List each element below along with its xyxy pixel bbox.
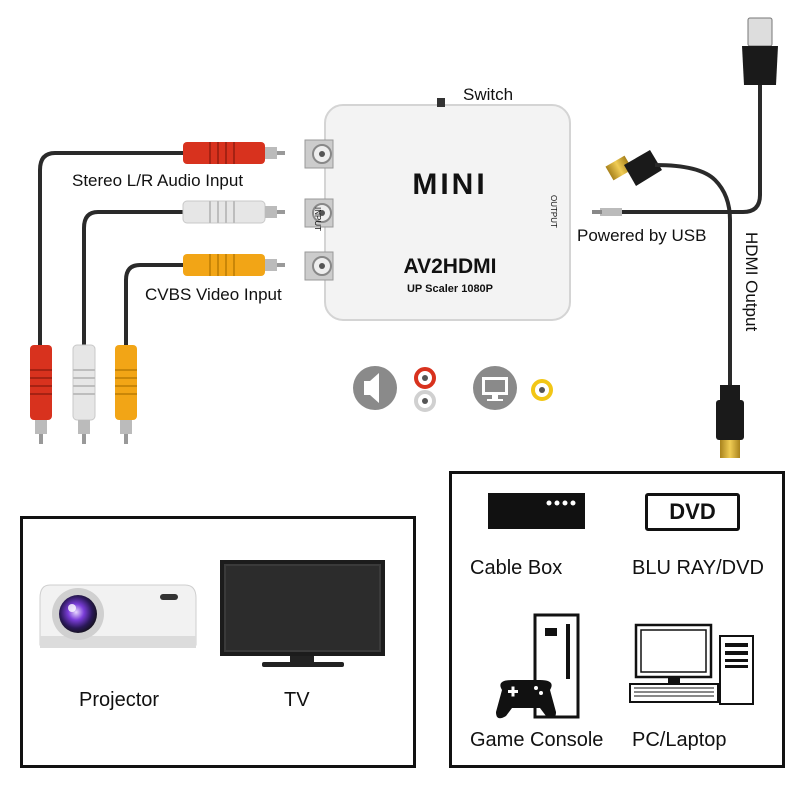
cvbs-video-label: CVBS Video Input [145,285,282,304]
device-input-label: INPUT [313,207,322,231]
game-console-label: Game Console [470,729,604,751]
switch-label: Switch [463,85,514,104]
device-brand: MINI [412,168,488,201]
rca-plug-white-top [182,200,285,224]
bluray-label: BLU RAY/DVD [632,557,764,579]
pc-image [629,623,754,705]
pc-label: PC/Laptop [632,729,727,751]
converter-device [304,98,571,321]
monitor-indicator [473,366,517,410]
input-jacks [304,139,334,281]
video-jack-indicator [531,379,553,401]
rca-cables [38,151,183,345]
tv-image [220,560,385,667]
rca-plug-yellow-top [183,254,285,276]
rca-plug-yellow-bottom [115,345,137,444]
rca-plug-red-bottom [30,345,52,444]
projector-image [39,584,197,648]
projector-label: Projector [79,689,160,711]
device-model: AV2HDMI [403,255,497,278]
output-devices-box [20,516,416,768]
dvd-logo: DVD [645,493,740,531]
powered-usb-label: Powered by USB [577,226,707,245]
rca-plug-white-bottom [72,344,96,444]
game-console-image [496,613,580,719]
audio-jack-indicators [414,367,436,412]
cable-box-label: Cable Box [470,557,563,579]
tv-label: TV [284,689,310,711]
usb-cable [592,17,778,216]
dvd-logo-text: DVD [669,499,716,524]
cable-box-image [488,493,585,529]
source-devices-box [449,471,785,768]
device-subtitle: UP Scaler 1080P [406,283,494,295]
hdmi-cable [605,150,744,458]
stereo-audio-label: Stereo L/R Audio Input [72,171,244,190]
device-output-label: OUTPUT [549,195,558,228]
rca-plug-red-top [183,142,285,164]
hdmi-output-label: HDMI Output [742,232,761,332]
speaker-indicator [353,366,397,410]
